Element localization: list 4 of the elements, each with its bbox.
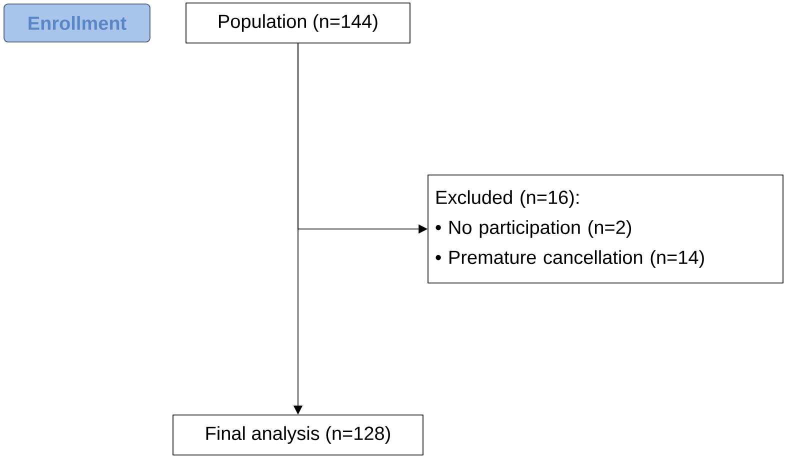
exclusion-box: Excluded (n=16): • No participation (n=2) • Premature cancellation (n=14)	[428, 174, 784, 284]
process-box: Population (n=144)	[186, 2, 410, 44]
process-box: Final analysis (n=128)	[172, 414, 424, 456]
stage-label: Enrollment	[4, 4, 150, 42]
